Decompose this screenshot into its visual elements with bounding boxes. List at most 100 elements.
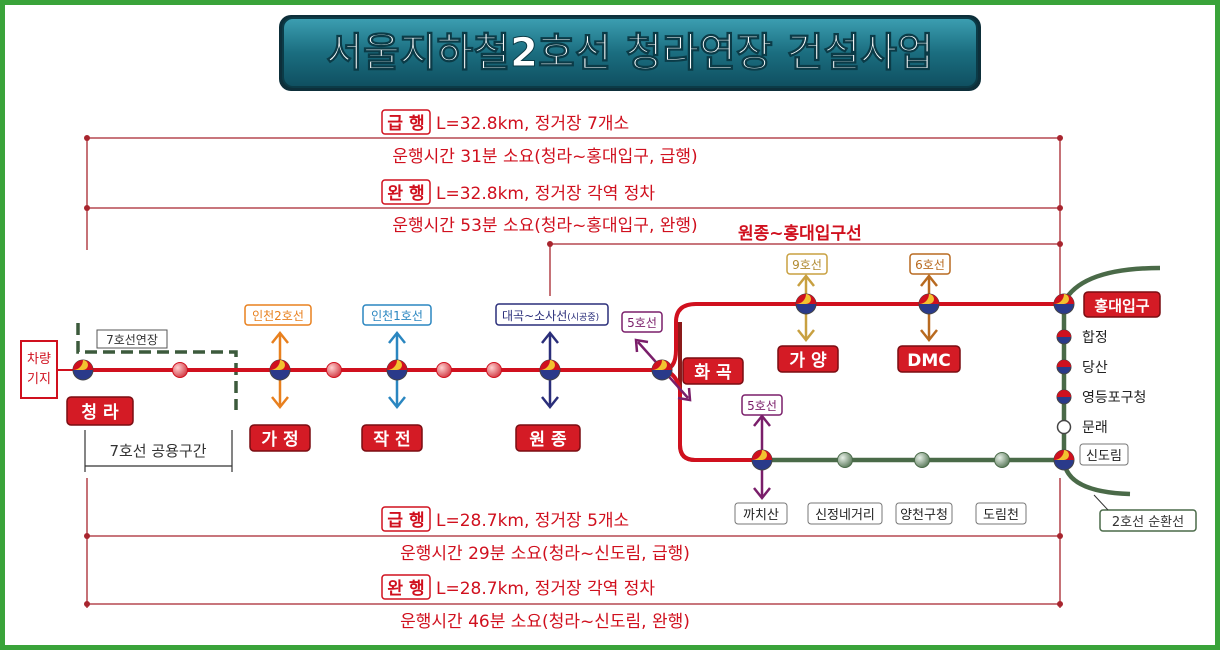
- station-dot-mullae: [1056, 419, 1072, 435]
- dim-dot: [84, 205, 90, 211]
- transfer-box: [244, 304, 312, 326]
- station-marker-gayang: [795, 293, 817, 315]
- transfer-label: 6호선: [915, 258, 945, 272]
- station-marker-hongik: [1053, 293, 1075, 315]
- station-hongik: 홍대입구: [1094, 297, 1149, 315]
- station-hwagok: 화 곡: [694, 363, 732, 383]
- major-station-markers: [72, 293, 1075, 471]
- station-dot: [914, 452, 930, 468]
- line2-loop-box: [1099, 509, 1197, 532]
- top-local-time: 운행시간 53분 소요(청라~홍대입구, 완행): [392, 216, 697, 236]
- station-dorimcheon: 도림천: [983, 508, 1019, 523]
- station-dangsan: 당산: [1082, 360, 1108, 376]
- station-dot: [436, 362, 452, 378]
- transfer-label: 5호선: [627, 316, 657, 330]
- station-mullae: 문래: [1082, 420, 1108, 436]
- station-yeongdeungpo-gu: 영등포구청: [1082, 390, 1146, 406]
- station-marker-hwagok: [651, 359, 673, 381]
- sindorim-box: [1079, 443, 1129, 466]
- dim-dot: [84, 533, 90, 539]
- badge-wonjong: [515, 424, 581, 452]
- line2-loop-label: 2호선 순환선: [1112, 515, 1184, 530]
- top-dimensions: [86, 137, 1061, 298]
- station-marker-kkachisan: [751, 449, 773, 471]
- station-jakjeon: 작 전: [373, 430, 410, 450]
- depot-box: [20, 340, 58, 399]
- dim-dot: [84, 601, 90, 607]
- station-dot: [837, 452, 853, 468]
- transfer-label: 인천2호선: [252, 308, 304, 323]
- arrow-up-icon: [541, 330, 559, 344]
- bottom-express-badge-text: 급 행: [387, 511, 424, 531]
- line7-extension-box: [96, 329, 168, 349]
- top-express-badge-text: 급 행: [387, 114, 424, 134]
- arrow-up-icon: [634, 338, 649, 353]
- top-local-badge-text: 완 행: [387, 184, 424, 204]
- arrow-down-icon: [541, 396, 559, 410]
- badge-jakjeon: [361, 424, 423, 452]
- transfer-box: [362, 304, 432, 326]
- station-box: [734, 502, 788, 525]
- arrow-up-icon: [920, 273, 938, 287]
- transfer-box: [621, 311, 663, 333]
- badge-gayang: [777, 345, 839, 373]
- station-box: [807, 502, 883, 525]
- transfer-incheon2: 인천2호선: [244, 304, 312, 410]
- depot-label-1: 차량: [27, 352, 51, 367]
- arrow-up-icon: [797, 273, 815, 287]
- badge-hongik: [1083, 291, 1161, 318]
- transfer-line5-kkachisan: 5호선: [741, 394, 783, 501]
- station-box: [975, 502, 1027, 525]
- badge-hwagok: [682, 357, 744, 385]
- station-cheongna: 청 라: [81, 402, 119, 423]
- transfer-label: 인천1호선: [371, 308, 423, 323]
- dim-dot: [1057, 135, 1063, 141]
- bottom-local-badge: [381, 574, 431, 600]
- arrow-up-icon: [753, 413, 771, 427]
- arrow-down-icon: [753, 487, 771, 501]
- title-banner: 서울지하철2호선 청라연장 건설사업: [279, 15, 981, 91]
- dim-dot: [1057, 533, 1063, 539]
- page-title: 서울지하철2호선 청라연장 건설사업: [326, 30, 934, 76]
- bottom-local-time: 운행시간 46분 소요(청라~신도림, 완행): [400, 612, 690, 632]
- transfer-box: [909, 253, 951, 275]
- station-dot: [172, 362, 188, 378]
- badge-dmc: [897, 345, 961, 373]
- line2-loop-leader: [1093, 494, 1109, 511]
- station-marker-gajeong: [269, 359, 291, 381]
- station-marker-sindorim: [1053, 449, 1075, 471]
- top-local-badge: [381, 179, 431, 205]
- station-marker-yeongdeungpo: [1056, 389, 1072, 405]
- title-box: [282, 17, 978, 88]
- transfer-box: [786, 253, 828, 275]
- top-express-time: 운행시간 31분 소요(청라~홍대입구, 급행): [392, 147, 697, 167]
- station-dot: [994, 452, 1010, 468]
- arrow-down-icon: [388, 396, 406, 410]
- bottom-local-info: L=28.7km, 정거장 각역 정차: [436, 579, 655, 599]
- bottom-express-badge: [381, 506, 431, 532]
- station-gayang: 가 양: [789, 351, 827, 371]
- branch-label: 원종~홍대입구선: [738, 223, 862, 244]
- transfer-daegok: 대곡~소사선(시공중): [495, 303, 609, 410]
- station-wonjong: 원 종: [529, 430, 567, 450]
- station-yangcheon: 양천구청: [900, 508, 948, 523]
- station-marker-dmc: [918, 293, 940, 315]
- badge-cheongna: [66, 396, 134, 426]
- transfer-box: [741, 394, 783, 416]
- arrow-up-icon: [388, 330, 406, 344]
- dim-dot: [1057, 241, 1063, 247]
- transfer-line5-hwagok: 5호선: [621, 311, 692, 402]
- station-marker-wonjong: [539, 359, 561, 381]
- line7-shared-label: 7호선 공용구간: [109, 442, 206, 460]
- transfer-label: 9호선: [792, 258, 822, 272]
- arrow-down-icon: [677, 387, 692, 402]
- track-dark-hwagok-sindorim: [678, 322, 1062, 462]
- bottom-dimensions: [86, 478, 1061, 608]
- station-sindorim: 신도림: [1086, 449, 1122, 464]
- intermediate-stations: [172, 362, 1072, 468]
- station-marker-hapjeong: [1056, 329, 1072, 345]
- station-box: [895, 502, 953, 525]
- station-dmc: DMC: [907, 351, 951, 371]
